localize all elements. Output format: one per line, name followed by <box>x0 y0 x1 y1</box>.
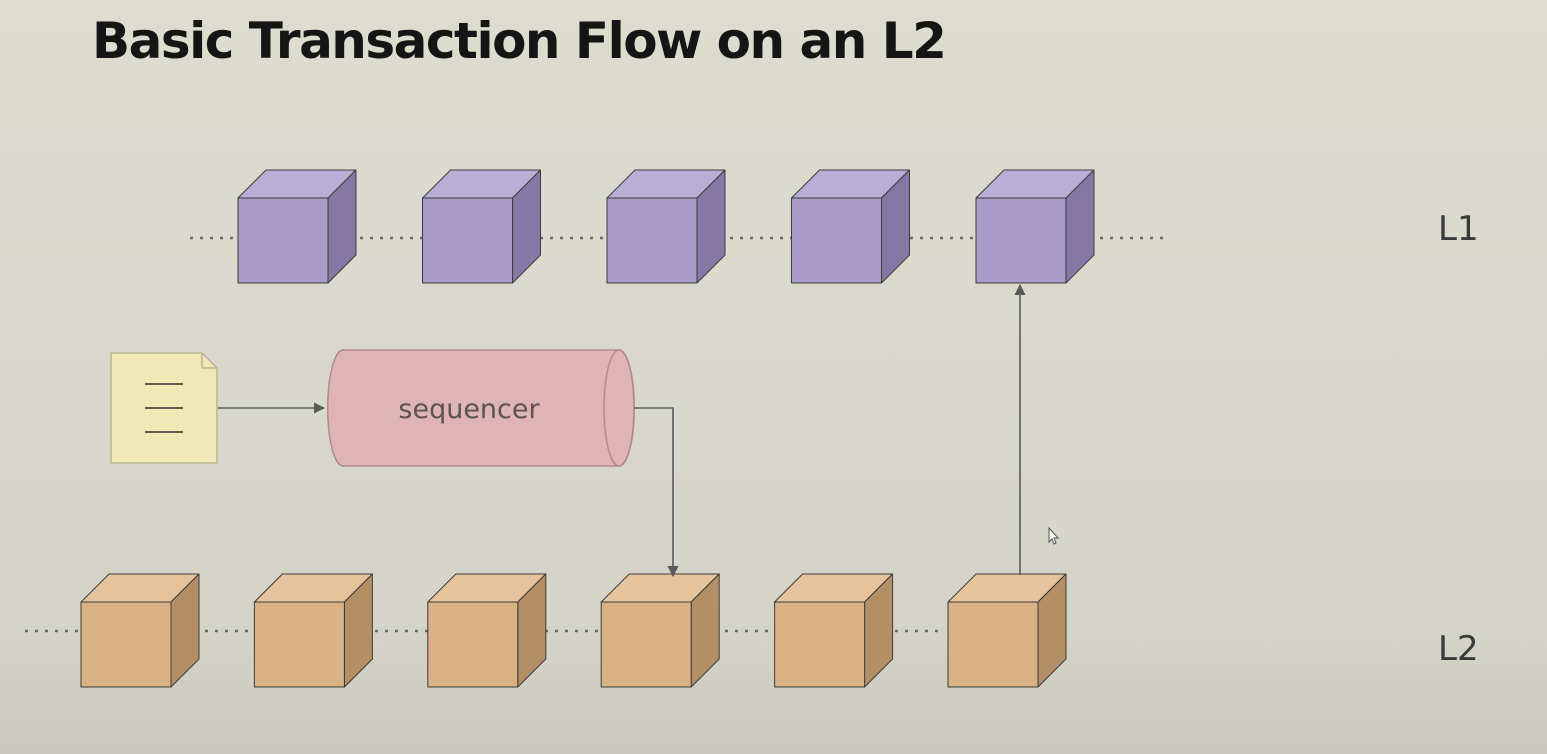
l2-block <box>253 573 373 688</box>
sequencer-cylinder-cap <box>603 349 635 467</box>
block-front-face <box>237 197 329 284</box>
l2-block <box>427 573 547 688</box>
mouse-cursor-icon <box>1048 526 1060 545</box>
l2-block <box>80 573 200 688</box>
block-front-face <box>253 601 345 688</box>
slide-title: Basic Transaction Flow on an L2 <box>92 12 947 70</box>
block-front-face <box>80 601 172 688</box>
l1-label: L1 <box>1438 209 1479 249</box>
block-front-face <box>606 197 698 284</box>
l2-label: L2 <box>1438 629 1479 669</box>
block-front-face <box>791 197 882 284</box>
l2-block <box>947 573 1067 688</box>
arrow-sequencer-to-l2-block <box>634 407 679 578</box>
block-front-face <box>774 601 866 688</box>
l2-block <box>600 573 720 688</box>
sequencer-label: sequencer <box>398 394 540 425</box>
block-front-face <box>422 197 513 284</box>
l1-block <box>237 169 357 284</box>
l2-block <box>774 573 894 688</box>
sequencer-node: sequencer <box>327 349 635 467</box>
l1-block <box>975 169 1095 284</box>
transaction-document <box>110 352 218 464</box>
l1-block <box>606 169 726 284</box>
l1-block <box>791 169 910 284</box>
block-front-face <box>427 601 519 688</box>
l1-chain <box>237 169 1095 284</box>
block-front-face <box>975 197 1067 284</box>
l1-block <box>422 169 541 284</box>
l2-chain <box>80 573 1067 688</box>
block-front-face <box>947 601 1039 688</box>
document-corner-fold <box>201 353 217 369</box>
block-front-face <box>600 601 692 688</box>
